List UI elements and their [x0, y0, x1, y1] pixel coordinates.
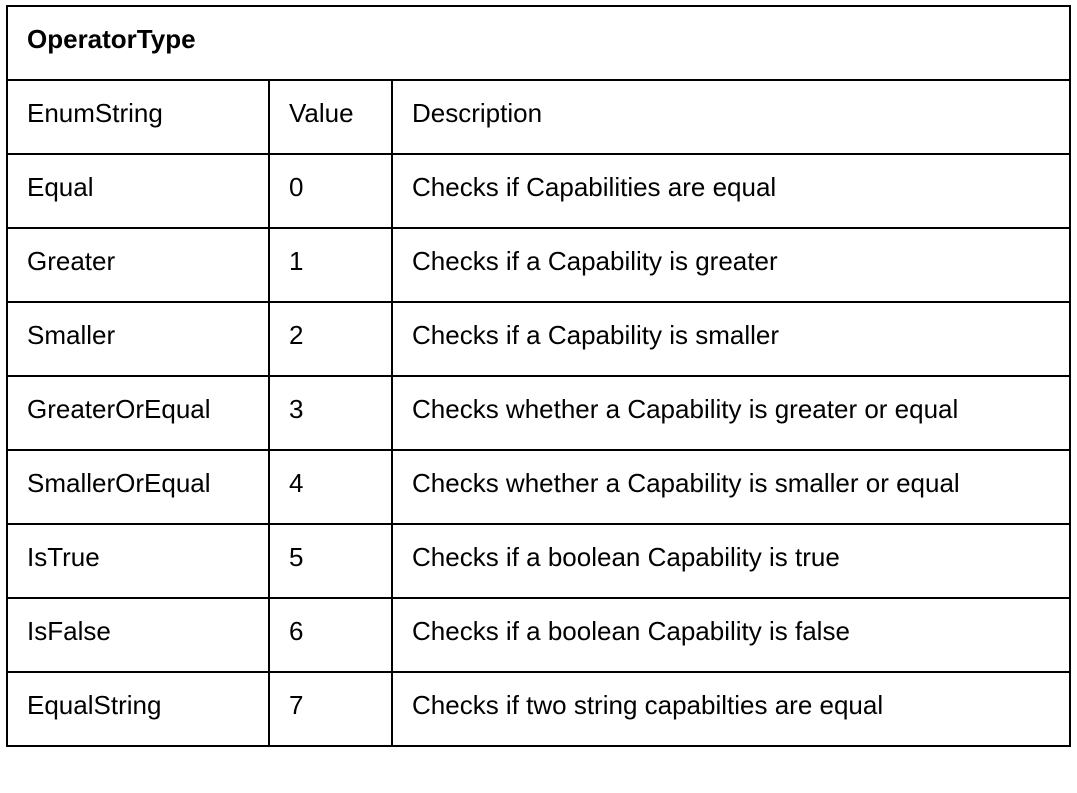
- header-enumstring: EnumString: [6, 79, 270, 155]
- cell-value: 2: [268, 301, 393, 377]
- header-description: Description: [391, 79, 1071, 155]
- cell-description: Checks whether a Capability is smaller o…: [391, 449, 1071, 525]
- cell-value: 0: [268, 153, 393, 229]
- header-value: Value: [268, 79, 393, 155]
- cell-description: Checks whether a Capability is greater o…: [391, 375, 1071, 451]
- cell-value: 3: [268, 375, 393, 451]
- cell-value: 1: [268, 227, 393, 303]
- cell-description: Checks if a Capability is greater: [391, 227, 1071, 303]
- cell-enumstring: GreaterOrEqual: [6, 375, 270, 451]
- cell-enumstring: Greater: [6, 227, 270, 303]
- table-row: IsTrue 5 Checks if a boolean Capability …: [6, 523, 1071, 599]
- cell-enumstring: IsTrue: [6, 523, 270, 599]
- cell-enumstring: SmallerOrEqual: [6, 449, 270, 525]
- cell-description: Checks if a Capability is smaller: [391, 301, 1071, 377]
- table-header-row: EnumString Value Description: [6, 79, 1071, 155]
- cell-description: Checks if a boolean Capability is true: [391, 523, 1071, 599]
- table-row: GreaterOrEqual 3 Checks whether a Capabi…: [6, 375, 1071, 451]
- table-title-row: OperatorType: [6, 5, 1071, 81]
- cell-value: 5: [268, 523, 393, 599]
- cell-enumstring: Smaller: [6, 301, 270, 377]
- cell-value: 6: [268, 597, 393, 673]
- table-title: OperatorType: [6, 5, 1071, 81]
- cell-description: Checks if two string capabilties are equ…: [391, 671, 1071, 747]
- table-row: Greater 1 Checks if a Capability is grea…: [6, 227, 1071, 303]
- operator-type-table: OperatorType EnumString Value Descriptio…: [6, 5, 1071, 747]
- table-row: SmallerOrEqual 4 Checks whether a Capabi…: [6, 449, 1071, 525]
- table-body: OperatorType EnumString Value Descriptio…: [6, 5, 1071, 747]
- table-row: EqualString 7 Checks if two string capab…: [6, 671, 1071, 747]
- table-row: Smaller 2 Checks if a Capability is smal…: [6, 301, 1071, 377]
- table-row: Equal 0 Checks if Capabilities are equal: [6, 153, 1071, 229]
- cell-value: 7: [268, 671, 393, 747]
- cell-value: 4: [268, 449, 393, 525]
- table-row: IsFalse 6 Checks if a boolean Capability…: [6, 597, 1071, 673]
- cell-description: Checks if Capabilities are equal: [391, 153, 1071, 229]
- cell-enumstring: EqualString: [6, 671, 270, 747]
- cell-enumstring: Equal: [6, 153, 270, 229]
- cell-description: Checks if a boolean Capability is false: [391, 597, 1071, 673]
- cell-enumstring: IsFalse: [6, 597, 270, 673]
